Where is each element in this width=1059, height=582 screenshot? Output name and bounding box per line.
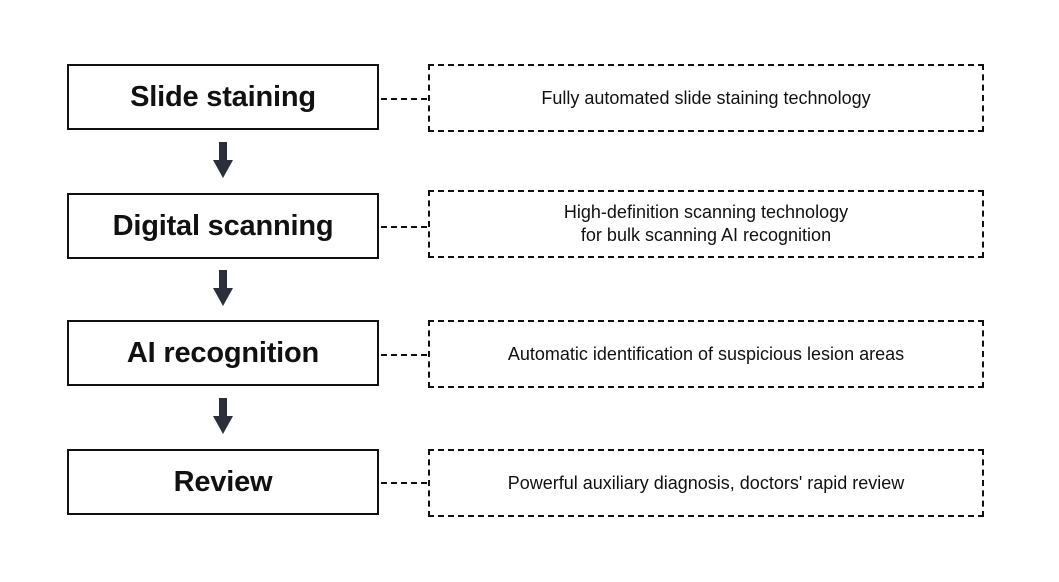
- description-text: Fully automated slide staining technolog…: [541, 87, 871, 108]
- description-text: Powerful auxiliary diagnosis, doctors' r…: [507, 472, 905, 493]
- down-arrow-icon: [213, 142, 233, 178]
- dashed-connector: [381, 226, 427, 228]
- step-box-digital-scanning: Digital scanning: [67, 193, 379, 259]
- step-box-review: Review: [67, 449, 379, 515]
- step-box-ai-recognition: AI recognition: [67, 320, 379, 386]
- step-label: AI recognition: [126, 336, 320, 369]
- down-arrow-icon: [213, 270, 233, 306]
- description-box-ai-recognition: Automatic identification of suspicious l…: [428, 320, 984, 388]
- down-arrow-icon: [213, 398, 233, 434]
- dashed-connector: [381, 482, 427, 484]
- step-label: Review: [173, 465, 273, 498]
- description-text: High-definition scanning technology for …: [563, 202, 849, 245]
- step-label: Slide staining: [130, 80, 316, 113]
- dashed-connector: [381, 354, 427, 356]
- description-box-slide-staining: Fully automated slide staining technolog…: [428, 64, 984, 132]
- description-box-review: Powerful auxiliary diagnosis, doctors' r…: [428, 449, 984, 517]
- description-text: Automatic identification of suspicious l…: [507, 343, 905, 364]
- step-box-slide-staining: Slide staining: [67, 64, 379, 130]
- dashed-connector: [381, 98, 427, 100]
- step-label: Digital scanning: [112, 209, 334, 242]
- description-box-digital-scanning: High-definition scanning technology for …: [428, 190, 984, 258]
